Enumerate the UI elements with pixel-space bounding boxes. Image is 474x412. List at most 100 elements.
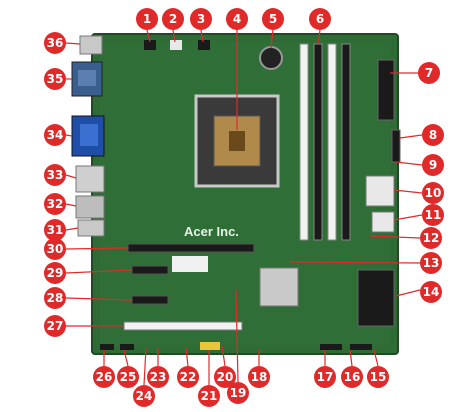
cmos-battery: [259, 46, 283, 70]
callout-35: 35: [44, 68, 66, 90]
callout-13: 13: [420, 252, 442, 274]
callout-3: 3: [190, 8, 212, 30]
atx-power-connector: [365, 175, 395, 207]
board-label-sticker: [172, 256, 208, 272]
svg-text:26: 26: [96, 370, 113, 384]
dimm-slot-3: [327, 43, 337, 241]
svg-text:7: 7: [425, 66, 433, 80]
audio-port-block: [77, 219, 105, 237]
serial-port: [71, 61, 103, 97]
svg-text:8: 8: [429, 128, 437, 142]
svg-text:33: 33: [47, 168, 64, 182]
callout-25: 25: [117, 366, 139, 388]
aux-power-connector: [371, 211, 395, 233]
svg-text:5: 5: [269, 12, 277, 26]
chipset-heatsink: [259, 267, 299, 307]
svg-text:12: 12: [423, 231, 440, 245]
callout-32: 32: [44, 193, 66, 215]
dimm-slot-2: [313, 43, 323, 241]
callout-30: 30: [44, 238, 66, 260]
brand-label: Acer Inc.: [184, 224, 239, 239]
svg-text:36: 36: [47, 36, 64, 50]
callout-28: 28: [44, 287, 66, 309]
callout-31: 31: [44, 219, 66, 241]
svg-text:9: 9: [429, 158, 437, 172]
callout-34: 34: [44, 124, 66, 146]
bottom-header-c: [320, 344, 342, 350]
cpu-socket-core: [229, 131, 245, 151]
dimm-slot-1: [299, 43, 309, 241]
svg-text:35: 35: [47, 72, 64, 86]
callout-2: 2: [162, 8, 184, 30]
svg-text:24: 24: [136, 389, 153, 403]
svg-text:13: 13: [423, 256, 440, 270]
leader-lines: [65, 29, 423, 386]
callout-16: 16: [341, 366, 363, 388]
svg-text:18: 18: [251, 370, 268, 384]
callout-6: 6: [309, 8, 331, 30]
pcie-x1-slot-1: [131, 265, 169, 275]
pcie-x1-slot-2: [131, 295, 169, 305]
svg-text:29: 29: [47, 266, 64, 280]
svg-text:25: 25: [120, 370, 137, 384]
edge-header: [391, 129, 401, 163]
top-header-1: [144, 40, 156, 50]
callout-26: 26: [93, 366, 115, 388]
callout-4: 4: [226, 8, 248, 30]
svg-text:10: 10: [425, 186, 442, 200]
vga-port-face: [80, 124, 98, 146]
callout-14: 14: [420, 281, 442, 303]
svg-text:30: 30: [47, 242, 64, 256]
svg-text:22: 22: [180, 370, 197, 384]
callout-15: 15: [367, 366, 389, 388]
svg-text:31: 31: [47, 223, 64, 237]
svg-text:17: 17: [317, 370, 334, 384]
callouts: 1 2 3 4 5 6 7 8 9 10 11 12 13 14 15 16 1…: [44, 8, 444, 407]
callout-33: 33: [44, 164, 66, 186]
callout-23: 23: [147, 366, 169, 388]
svg-text:28: 28: [47, 291, 64, 305]
lan-port-block: [75, 195, 105, 219]
svg-text:3: 3: [197, 12, 205, 26]
callout-8: 8: [422, 124, 444, 146]
svg-text:21: 21: [201, 389, 218, 403]
usb-port-block: [75, 165, 105, 193]
callout-22: 22: [177, 366, 199, 388]
svg-text:34: 34: [47, 128, 64, 142]
callout-10: 10: [422, 182, 444, 204]
callout-11: 11: [422, 204, 444, 226]
svg-text:16: 16: [344, 370, 361, 384]
svg-text:19: 19: [230, 386, 247, 400]
callout-17: 17: [314, 366, 336, 388]
svg-text:23: 23: [150, 370, 167, 384]
callout-12: 12: [420, 227, 442, 249]
serial-port-face: [78, 70, 96, 86]
front-panel-header-right: [377, 59, 395, 121]
svg-text:27: 27: [47, 319, 64, 333]
bottom-header-a: [100, 344, 114, 350]
svg-text:6: 6: [316, 12, 324, 26]
bottom-header-yellow: [200, 342, 220, 350]
top-header-2: [170, 40, 182, 50]
callout-24: 24: [133, 385, 155, 407]
callout-5: 5: [262, 8, 284, 30]
callout-19: 19: [227, 382, 249, 404]
svg-text:11: 11: [425, 208, 442, 222]
callout-36: 36: [44, 32, 66, 54]
callout-21: 21: [198, 385, 220, 407]
callout-27: 27: [44, 315, 66, 337]
svg-text:32: 32: [47, 197, 64, 211]
callout-1: 1: [136, 8, 158, 30]
svg-text:2: 2: [169, 12, 177, 26]
pci-slot: [123, 321, 243, 331]
callout-20: 20: [214, 366, 236, 388]
svg-text:20: 20: [217, 370, 234, 384]
sata-connectors: [357, 269, 395, 327]
bottom-header-b: [120, 344, 134, 350]
callout-7: 7: [418, 62, 440, 84]
callout-9: 9: [422, 154, 444, 176]
callout-29: 29: [44, 262, 66, 284]
top-header-3: [198, 40, 210, 50]
